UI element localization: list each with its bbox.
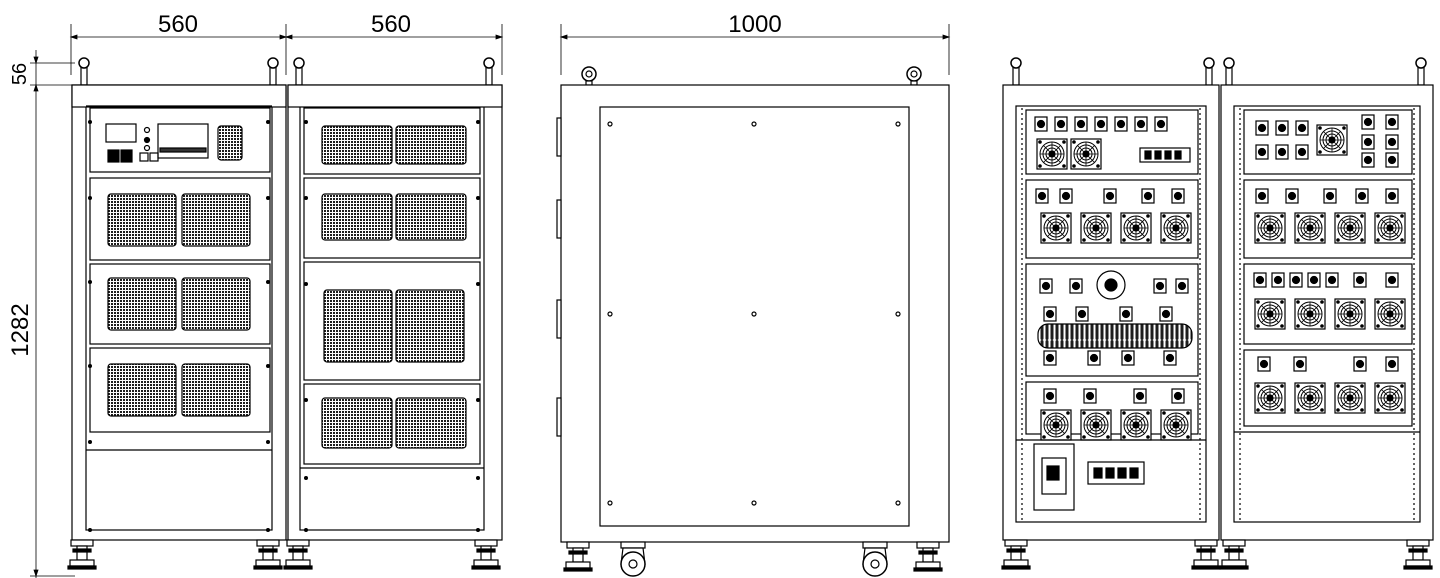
rear-cabinet-left bbox=[1002, 84, 1220, 541]
front-view bbox=[67, 57, 503, 570]
rear-cabinet-right bbox=[1220, 84, 1434, 541]
dimension-side-depth: 1000 bbox=[728, 11, 781, 38]
front-cabinet-right bbox=[287, 84, 503, 541]
dimension-eyebolt-height: 56 bbox=[9, 63, 31, 85]
dimension-front-right-width: 560 bbox=[371, 11, 411, 38]
front-cabinet-left bbox=[71, 84, 287, 541]
rear-view bbox=[1001, 57, 1434, 570]
dimension-front-left-width: 560 bbox=[158, 11, 198, 38]
side-view bbox=[556, 66, 950, 577]
dimension-cabinet-height: 1282 bbox=[7, 303, 34, 356]
dimension-lines bbox=[30, 24, 951, 578]
